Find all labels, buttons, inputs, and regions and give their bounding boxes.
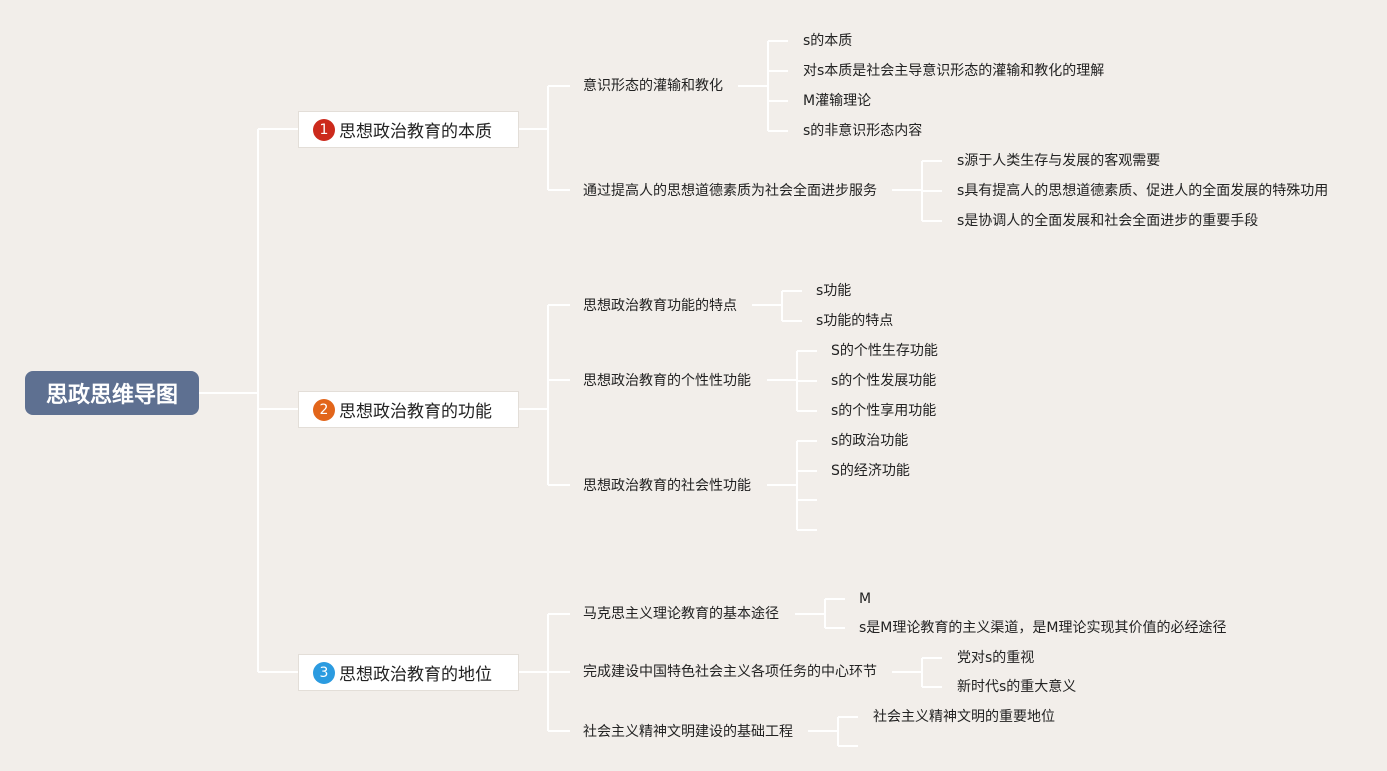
- root-node[interactable]: 思政思维导图: [25, 371, 199, 415]
- branch-node[interactable]: 意识形态的灌输和教化: [583, 78, 723, 94]
- root-node-label: 思政思维导图: [45, 383, 178, 408]
- number-badge-icon: 1: [313, 118, 335, 141]
- leaf-node[interactable]: S的经济功能: [831, 463, 910, 479]
- branch-node[interactable]: 完成建设中国特色社会主义各项任务的中心环节: [583, 664, 877, 680]
- leaf-node[interactable]: M灌输理论: [803, 93, 872, 109]
- number-badge-icon: 3: [313, 661, 335, 684]
- leaf-node[interactable]: s源于人类生存与发展的客观需要: [957, 153, 1161, 169]
- leaf-node[interactable]: S的个性生存功能: [831, 343, 938, 359]
- leaf-node[interactable]: s具有提高人的思想道德素质、促进人的全面发展的特殊功用: [957, 183, 1329, 199]
- section-label: 思想政治教育的本质: [339, 122, 492, 142]
- branch-node[interactable]: 通过提高人的思想道德素质为社会全面进步服务: [583, 183, 877, 199]
- branch-node[interactable]: 思想政治教育的个性性功能: [583, 373, 751, 389]
- leaf-node[interactable]: 对s本质是社会主导意识形态的灌输和教化的理解: [803, 63, 1105, 79]
- branch-node[interactable]: 思想政治教育的社会性功能: [583, 478, 751, 494]
- section-node-2[interactable]: 2 思想政治教育的功能: [298, 391, 519, 428]
- leaf-node[interactable]: M: [859, 591, 872, 607]
- branch-node[interactable]: 思想政治教育功能的特点: [583, 298, 737, 314]
- branch-node[interactable]: 社会主义精神文明建设的基础工程: [583, 724, 793, 740]
- leaf-node[interactable]: s的政治功能: [831, 433, 909, 449]
- number-badge-icon: 2: [313, 398, 335, 421]
- section-label: 思想政治教育的地位: [339, 665, 492, 685]
- leaf-node[interactable]: s功能: [816, 283, 852, 299]
- leaf-node[interactable]: s的非意识形态内容: [803, 123, 923, 139]
- leaf-node[interactable]: s的个性享用功能: [831, 403, 937, 419]
- leaf-node[interactable]: s是协调人的全面发展和社会全面进步的重要手段: [957, 213, 1259, 229]
- section-label: 思想政治教育的功能: [339, 402, 492, 422]
- branch-node[interactable]: 马克思主义理论教育的基本途径: [583, 606, 779, 622]
- section-node-1[interactable]: 1 思想政治教育的本质: [298, 111, 519, 148]
- leaf-node[interactable]: s是M理论教育的主义渠道，是M理论实现其价值的必经途径: [859, 620, 1227, 636]
- leaf-node[interactable]: 党对s的重视: [957, 650, 1035, 666]
- leaf-node[interactable]: s的个性发展功能: [831, 373, 937, 389]
- leaf-node[interactable]: s的本质: [803, 33, 853, 49]
- leaf-node[interactable]: 社会主义精神文明的重要地位: [873, 709, 1055, 725]
- leaf-node[interactable]: 新时代s的重大意义: [957, 679, 1077, 695]
- leaf-node[interactable]: s功能的特点: [816, 313, 894, 329]
- section-node-3[interactable]: 3 思想政治教育的地位: [298, 654, 519, 691]
